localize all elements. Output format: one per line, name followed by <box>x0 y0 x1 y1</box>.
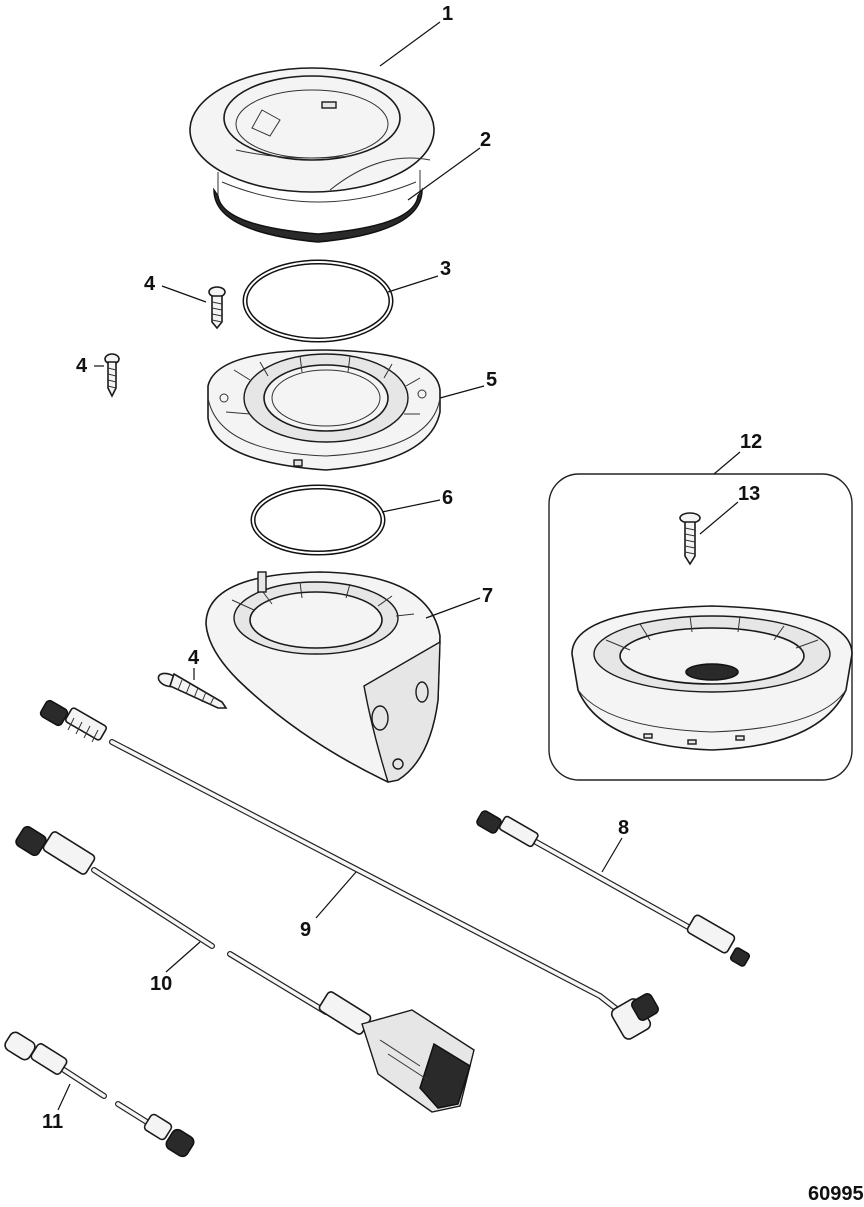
part-13-screw <box>679 512 701 566</box>
callout-13: 13 <box>738 483 760 505</box>
callout-labels: 1 2 3 4 4 5 6 7 4 12 13 8 9 10 11 60995 <box>42 3 864 1205</box>
callout-2: 2 <box>480 129 491 151</box>
part-12-base <box>571 605 853 751</box>
callout-4-long: 4 <box>188 647 200 669</box>
callout-4-left: 4 <box>76 355 88 377</box>
part-11-cable <box>4 1031 195 1158</box>
part-6-o-ring <box>250 484 386 556</box>
part-7-bracket-housing <box>205 571 441 783</box>
callout-6: 6 <box>442 487 453 509</box>
callout-11: 11 <box>42 1111 63 1133</box>
callout-1: 1 <box>442 3 453 25</box>
callout-4-upper: 4 <box>144 273 156 295</box>
part-10-cable <box>15 825 475 1113</box>
part-5-mounting-plate <box>207 349 441 471</box>
callout-9: 9 <box>300 919 311 941</box>
part-3-o-ring <box>242 259 394 343</box>
part-12-inset-box <box>548 473 853 781</box>
part-9-cable <box>39 699 659 1040</box>
part-4-screw-upper <box>208 286 226 330</box>
callout-10: 10 <box>150 973 172 995</box>
part-8-cable <box>476 810 751 967</box>
callout-3: 3 <box>440 258 451 280</box>
callout-8: 8 <box>618 817 629 839</box>
callout-12: 12 <box>740 431 762 453</box>
part-1-bezel <box>189 67 435 193</box>
callout-7: 7 <box>482 585 493 607</box>
part-4-screw-long <box>157 672 228 709</box>
part-4-screw-left <box>104 353 120 398</box>
leader-lines <box>57 21 741 1111</box>
figure-number: 60995 <box>808 1183 864 1205</box>
callout-5: 5 <box>486 369 497 391</box>
